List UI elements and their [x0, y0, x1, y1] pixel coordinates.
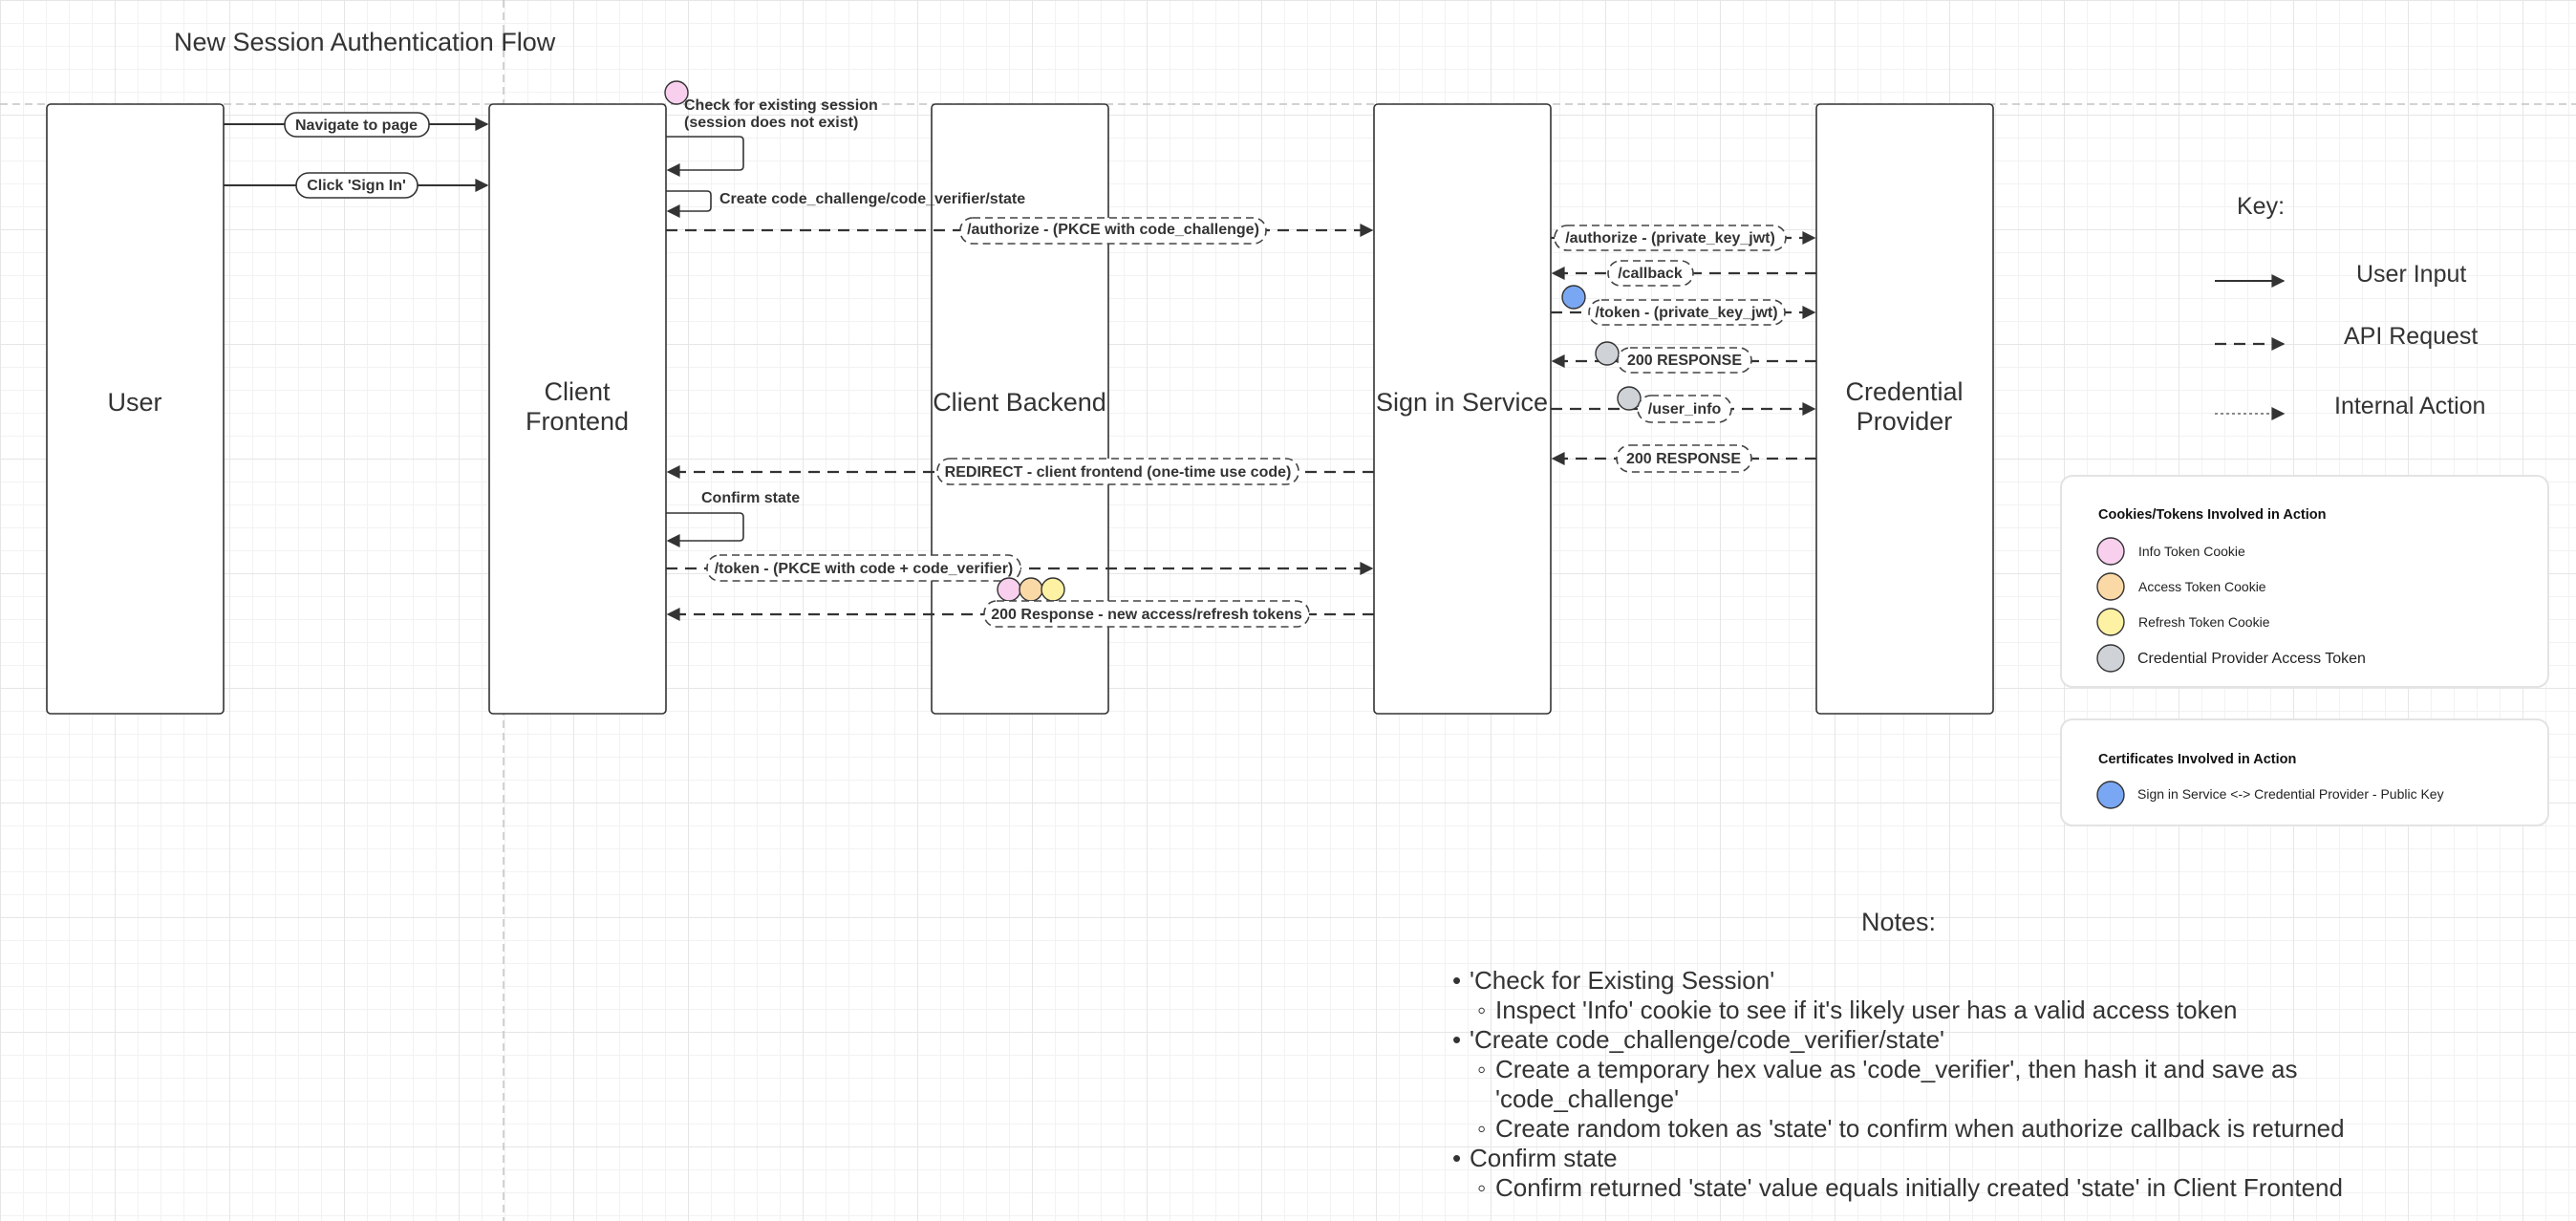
- info-token-cookie-icon: [664, 80, 689, 105]
- note-item: 'Check for Existing Session': [1452, 966, 2370, 996]
- message-check-session-label-1: Check for existing session: [684, 97, 878, 114]
- credential-provider-token-icon: [2096, 644, 2125, 673]
- lifeline-sign-in-service[interactable]: Sign in Service: [1373, 103, 1552, 715]
- cookies-panel-item-access: Access Token Cookie: [2138, 579, 2266, 594]
- key-api-request-label: API Request: [2344, 323, 2478, 350]
- message-authorize-pkce[interactable]: /authorize - (PKCE with code_challenge): [666, 217, 1374, 245]
- key-user-input-label: User Input: [2356, 261, 2466, 288]
- key-internal-action-label: Internal Action: [2334, 393, 2485, 419]
- message-authorize-pkce-label: /authorize - (PKCE with code_challenge): [967, 222, 1259, 238]
- message-navigate[interactable]: Navigate to page: [224, 112, 489, 138]
- message-response-200-a-label: 200 RESPONSE: [1627, 353, 1742, 369]
- notes-list: 'Check for Existing Session' Inspect 'In…: [1452, 966, 2370, 1203]
- key-legend: Key: User Input API Request Internal Act…: [2215, 193, 2485, 420]
- message-token-pkce[interactable]: /token - (PKCE with code + code_verifier…: [666, 554, 1374, 582]
- key-title: Key:: [2237, 193, 2285, 220]
- cookies-tokens-panel: Cookies/Tokens Involved in Action Info T…: [2060, 475, 2549, 688]
- lifeline-client-frontend[interactable]: Client Frontend: [488, 103, 667, 715]
- access-token-cookie-icon: [2096, 572, 2125, 601]
- note-subitem: Inspect 'Info' cookie to see if it's lik…: [1452, 996, 2370, 1025]
- certificates-panel-item: Sign in Service <-> Credential Provider …: [2137, 786, 2444, 802]
- message-check-session[interactable]: Check for existing session (session does…: [664, 80, 878, 177]
- message-confirm-state-label: Confirm state: [701, 490, 800, 506]
- lifeline-user[interactable]: User: [46, 103, 225, 715]
- lifeline-client-frontend-label-1: Client: [544, 377, 611, 406]
- credential-provider-token-icon: [1595, 341, 1620, 366]
- message-response-200-b-label: 200 RESPONSE: [1626, 451, 1741, 467]
- info-token-cookie-icon: [997, 577, 1021, 602]
- message-token-pkce-label: /token - (PKCE with code + code_verifier…: [715, 561, 1014, 577]
- message-response-200-a[interactable]: 200 RESPONSE: [1551, 341, 1816, 374]
- diagram-title: New Session Authentication Flow: [174, 28, 556, 56]
- message-callback[interactable]: /callback: [1551, 260, 1816, 287]
- lifeline-user-label: User: [107, 388, 161, 417]
- lifeline-credential-provider-label-1: Credential: [1845, 377, 1963, 406]
- note-item: Confirm state: [1452, 1144, 2370, 1173]
- note-subitem: Confirm returned 'state' value equals in…: [1452, 1173, 2370, 1203]
- cookies-panel-item-info: Info Token Cookie: [2138, 544, 2245, 559]
- message-user-info-label: /user_info: [1648, 401, 1722, 418]
- message-redirect-label: REDIRECT - client frontend (one-time use…: [945, 464, 1292, 481]
- cookies-panel-item-refresh: Refresh Token Cookie: [2138, 614, 2270, 630]
- message-user-info[interactable]: /user_info: [1551, 386, 1816, 423]
- public-key-certificate-icon: [1561, 285, 1586, 310]
- message-redirect[interactable]: REDIRECT - client frontend (one-time use…: [666, 458, 1374, 485]
- access-token-cookie-icon: [1019, 577, 1043, 602]
- refresh-token-cookie-icon: [1041, 577, 1065, 602]
- message-confirm-state[interactable]: Confirm state: [666, 490, 800, 547]
- message-callback-label: /callback: [1618, 266, 1683, 282]
- note-subitem: Create a temporary hex value as 'code_ve…: [1452, 1055, 2370, 1114]
- certificates-panel-title: Certificates Involved in Action: [2098, 752, 2296, 767]
- message-click-sign-in-label: Click 'Sign In': [307, 178, 406, 194]
- lifeline-sign-in-service-label: Sign in Service: [1376, 388, 1548, 417]
- message-response-tokens-label: 200 Response - new access/refresh tokens: [991, 607, 1302, 623]
- message-token-jwt-label: /token - (private_key_jwt): [1595, 305, 1777, 321]
- info-token-cookie-icon: [2096, 537, 2125, 566]
- message-create-code[interactable]: Create code_challenge/code_verifier/stat…: [666, 190, 1025, 218]
- cookies-panel-title: Cookies/Tokens Involved in Action: [2098, 507, 2327, 523]
- public-key-certificate-icon: [2096, 781, 2125, 809]
- certificates-panel: Certificates Involved in Action Sign in …: [2060, 718, 2549, 826]
- message-response-tokens[interactable]: 200 Response - new access/refresh tokens: [666, 577, 1374, 628]
- cookies-panel-item-credential: Credential Provider Access Token: [2137, 651, 2366, 667]
- notes-title: Notes:: [1861, 908, 1937, 936]
- lifeline-client-frontend-label-2: Frontend: [526, 407, 629, 436]
- message-response-200-b[interactable]: 200 RESPONSE: [1551, 444, 1816, 473]
- message-token-jwt[interactable]: /token - (private_key_jwt): [1551, 285, 1816, 326]
- lifeline-credential-provider-label-2: Provider: [1857, 407, 1953, 436]
- note-item: 'Create code_challenge/code_verifier/sta…: [1452, 1025, 2370, 1055]
- message-click-sign-in[interactable]: Click 'Sign In': [224, 172, 489, 199]
- note-subitem: Create random token as 'state' to confir…: [1452, 1114, 2370, 1144]
- refresh-token-cookie-icon: [2096, 608, 2125, 636]
- message-check-session-label-2: (session does not exist): [684, 115, 858, 131]
- credential-provider-token-icon: [1617, 386, 1642, 411]
- message-navigate-label: Navigate to page: [295, 118, 418, 134]
- message-authorize-jwt-label: /authorize - (private_key_jwt): [1565, 230, 1775, 246]
- lifeline-client-backend-label: Client Backend: [933, 388, 1106, 417]
- message-create-code-label: Create code_challenge/code_verifier/stat…: [719, 191, 1025, 207]
- message-authorize-jwt[interactable]: /authorize - (private_key_jwt): [1551, 225, 1816, 251]
- lifeline-credential-provider[interactable]: Credential Provider: [1815, 103, 1994, 715]
